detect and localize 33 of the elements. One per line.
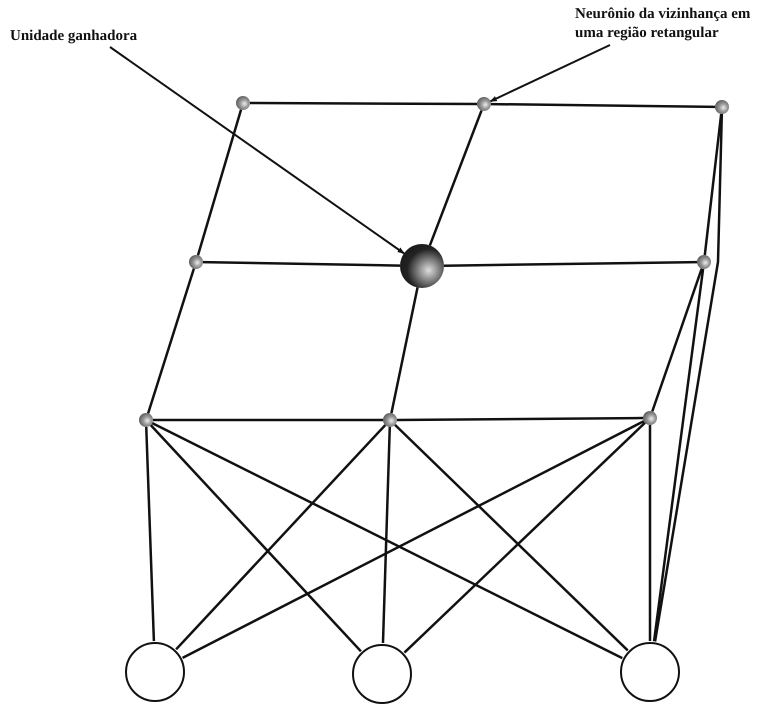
leader-line xyxy=(109,46,405,254)
connection-line xyxy=(145,426,156,642)
connection-line xyxy=(397,416,643,422)
connection-line xyxy=(444,260,698,267)
connection-line xyxy=(250,102,477,106)
connection-line xyxy=(654,114,724,642)
winner-neuron xyxy=(400,244,444,288)
connection-line xyxy=(428,110,483,246)
connection-line xyxy=(153,418,383,422)
leader-line xyxy=(490,44,610,102)
connection-line xyxy=(146,268,196,414)
connection-line xyxy=(382,426,392,644)
neuron-dot xyxy=(383,413,397,427)
input-node-circle xyxy=(352,644,412,704)
connection-line xyxy=(652,268,704,642)
neuron-dot xyxy=(643,411,657,425)
connection-line xyxy=(490,102,716,108)
neuron-dot xyxy=(697,255,711,269)
connection-line xyxy=(390,287,419,414)
neuron-dot xyxy=(236,96,250,110)
neuron-dot xyxy=(715,100,729,114)
annotation-text: Neurônio da vizinhança em uma região retangular xyxy=(575,5,770,43)
connection-line xyxy=(196,109,242,256)
neuron-dot xyxy=(189,255,203,269)
neuron-dot xyxy=(477,97,491,111)
neuron-dot xyxy=(139,413,153,427)
connection-line xyxy=(175,424,386,650)
connection-line xyxy=(202,260,400,267)
connection-line xyxy=(648,425,652,641)
annotation-text: Unidade ganhadora xyxy=(10,27,180,46)
connection-line xyxy=(704,114,722,256)
connection-line xyxy=(651,268,703,412)
connection-line xyxy=(150,424,362,652)
